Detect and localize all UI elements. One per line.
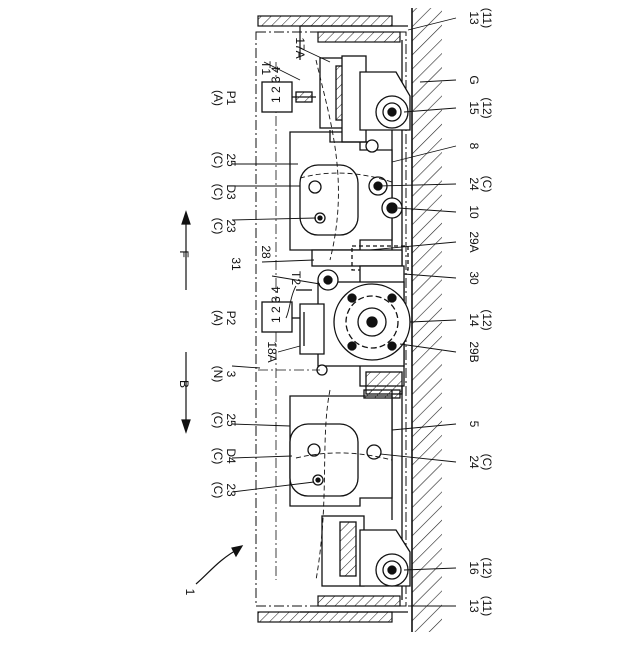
lbl-14-line: 14 [467, 313, 481, 327]
lbl-p1: (A)P1 [211, 90, 238, 106]
lbl-23-top-line: (C) [211, 218, 225, 235]
lbl-13-top-line: 13 [467, 11, 481, 25]
lbl-14-line: (12) [480, 309, 494, 330]
lbl-17a: 17A [293, 37, 307, 58]
lbl-18a: 18A [265, 341, 279, 362]
lbl-t1: T1 [259, 61, 273, 75]
lbl-p2-line: P2 [224, 311, 238, 326]
lbl-t2-line: T2 [289, 271, 303, 285]
lbl-25-bot: (C)25 [211, 412, 238, 429]
lbl-13-bot-line: (11) [480, 596, 494, 616]
end-plate-top [258, 16, 408, 60]
lbl-25-top: (C)25 [211, 152, 238, 169]
lbl-n3-line: 3 [224, 371, 238, 378]
lbl-14: 14(12) [467, 309, 494, 330]
lbl-d4-line: (C) [211, 448, 225, 465]
lbl-31: 31 [229, 257, 243, 271]
sensor-p2-gauge: 1 2 3 4 [269, 286, 283, 323]
lbl-t2: T2 [289, 271, 303, 285]
lbl-29a-line: 29A [467, 231, 481, 252]
lbl-10-line: 10 [467, 205, 481, 219]
lbl-t1-line: T1 [259, 61, 273, 75]
lbl-30: 30 [467, 271, 481, 285]
lbl-10: 10 [467, 205, 481, 219]
lbl-23-bot-line: (C) [211, 482, 225, 499]
lbl-5: 5 [467, 421, 481, 428]
lbl-24-bot-line: 24 [467, 455, 481, 469]
lbl-18a-line: 18A [265, 341, 279, 362]
lbl-25-top-line: (C) [211, 152, 225, 169]
lbl-d3-line: (C) [211, 184, 225, 201]
lbl-16-line: 16 [467, 561, 481, 575]
lbl-g: G [467, 75, 481, 84]
lbl-1-line: 1 [183, 589, 197, 596]
lbl-1: 1 [183, 589, 197, 596]
lbl-13-bot-line: 13 [467, 599, 481, 613]
lbl-31-line: 31 [229, 257, 243, 271]
lbl-23-bot-line: 23 [224, 483, 238, 497]
lbl-24-top-line: 24 [467, 177, 481, 191]
lbl-f: F [177, 250, 191, 257]
lbl-d4: (C)D4 [211, 448, 238, 465]
lbl-b: B [177, 380, 191, 388]
lbl-15: 15(12) [467, 97, 494, 118]
arrow-1 [196, 546, 242, 584]
lbl-24-top-line: (C) [480, 176, 494, 193]
lbl-d3-line: D3 [224, 184, 238, 200]
lbl-p2-line: (A) [211, 310, 225, 326]
lbl-g-line: G [467, 75, 481, 84]
lbl-n3-line: (N) [211, 366, 225, 383]
lbl-p2: (A)P2 [211, 310, 238, 326]
lbl-d3: (C)D3 [211, 184, 238, 201]
lbl-23-bot: (C)23 [211, 482, 238, 499]
lbl-29b-line: 29B [467, 341, 481, 362]
lbl-23-top-line: 23 [224, 219, 238, 233]
lbl-5-line: 5 [467, 421, 481, 428]
lbl-8-line: 8 [467, 143, 481, 150]
ground-wall [412, 8, 442, 632]
lbl-30-line: 30 [467, 271, 481, 285]
lbl-29b: 29B [467, 341, 481, 362]
drive-gearbox [296, 246, 410, 398]
lbl-f-line: F [177, 250, 191, 257]
lbl-16-line: (12) [480, 557, 494, 578]
lbl-8: 8 [467, 143, 481, 150]
lbl-13-top: 13(11) [467, 8, 494, 28]
lbl-25-top-line: 25 [224, 153, 238, 167]
lower-wheel-assembly [322, 516, 410, 586]
lbl-n3: (N)3 [211, 366, 238, 383]
lbl-28-line: 28 [259, 245, 273, 259]
lbl-15-line: 15 [467, 101, 481, 115]
lbl-13-bot: 13(11) [467, 596, 494, 616]
lbl-17a-line: 17A [293, 37, 307, 58]
lbl-p1-line: P1 [224, 91, 238, 106]
lbl-25-bot-line: 25 [224, 413, 238, 427]
lbl-b-line: B [177, 380, 191, 388]
lbl-24-bot-line: (C) [480, 454, 494, 471]
lbl-16: 16(12) [467, 557, 494, 578]
direction-arrow-b [182, 352, 190, 432]
lbl-13-top-line: (11) [480, 8, 494, 28]
lbl-25-bot-line: (C) [211, 412, 225, 429]
end-plate-bottom [258, 596, 408, 622]
lbl-23-top: (C)23 [211, 218, 238, 235]
lbl-d4-line: D4 [224, 448, 238, 464]
lbl-24-top: 24(C) [467, 176, 494, 193]
lbl-p1-line: (A) [211, 90, 225, 106]
lbl-24-bot: 24(C) [467, 454, 494, 471]
lbl-29a: 29A [467, 231, 481, 252]
lbl-15-line: (12) [480, 97, 494, 118]
bogie-frame-lower [290, 396, 392, 506]
lbl-28: 28 [259, 245, 273, 259]
